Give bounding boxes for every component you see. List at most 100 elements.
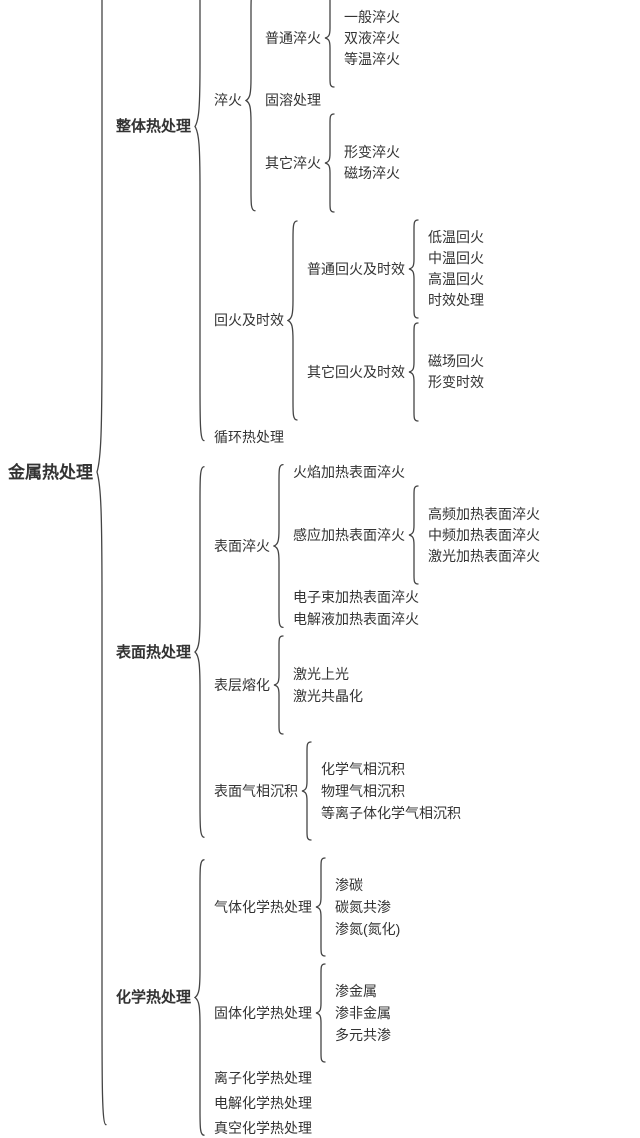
node-children: 整体热处理退火再结晶退火扩散退火去应力退火石墨化退火完全退火球化退火磁场退火正火… — [109, 0, 542, 1138]
tree-node: 形变淬火 — [342, 143, 402, 162]
node-label: 物理气相沉积 — [321, 782, 406, 799]
node-label: 金属热处理 — [8, 462, 93, 482]
brace-icon — [408, 219, 420, 319]
tree-node: 渗金属 — [333, 982, 393, 1001]
tree-node: 感应加热表面淬火高频加热表面淬火中频加热表面淬火激光加热表面淬火 — [291, 485, 542, 585]
node-label: 激光上光 — [293, 665, 350, 682]
tree-node: 回火及时效普通回火及时效低温回火中温回火高温回火时效处理其它回火及时效磁场回火形… — [212, 219, 486, 422]
tree-node: 时效处理 — [426, 291, 486, 310]
node-children: 磁场回火形变时效 — [421, 352, 486, 392]
tree-node: 淬火普通淬火一般淬火双液淬火等温淬火固溶处理其它淬火形变淬火磁场淬火 — [212, 0, 486, 213]
tree-node: 高温回火 — [426, 270, 486, 289]
node-label: 等温淬火 — [344, 50, 401, 67]
tree-node: 中温回火 — [426, 249, 486, 268]
tree-node: 普通回火及时效低温回火中温回火高温回火时效处理 — [305, 219, 486, 319]
node-label: 磁场淬火 — [344, 165, 401, 181]
tree-node: 物理气相沉积 — [319, 782, 463, 801]
node-children: 一般淬火双液淬火等温淬火 — [337, 8, 402, 69]
node-children: 普通淬火一般淬火双液淬火等温淬火固溶处理其它淬火形变淬火磁场淬火 — [258, 0, 402, 213]
node-label: 碳氮共渗 — [335, 898, 392, 915]
node-children: 表面淬火火焰加热表面淬火感应加热表面淬火高频加热表面淬火中频加热表面淬火激光加热… — [207, 463, 542, 841]
node-children: 退火再结晶退火扩散退火去应力退火石墨化退火完全退火球化退火磁场退火正火淬火普通淬… — [207, 0, 486, 447]
node-label: 表面热处理 — [116, 643, 192, 661]
tree-node: 真空化学热处理 — [212, 1119, 402, 1138]
node-label: 普通淬火 — [265, 29, 322, 46]
tree-node: 整体热处理退火再结晶退火扩散退火去应力退火石墨化退火完全退火球化退火磁场退火正火… — [114, 0, 542, 447]
node-children: 气体化学热处理渗碳碳氮共渗渗氮(氮化)固体化学热处理渗金属渗非金属多元共渗离子化… — [207, 857, 402, 1138]
tree-node: 高频加热表面淬火 — [426, 505, 542, 524]
node-children: 激光上光激光共晶化 — [286, 665, 365, 706]
node-label: 固体化学热处理 — [214, 1004, 313, 1021]
node-label: 渗非金属 — [335, 1004, 392, 1021]
node-children: 高频加热表面淬火中频加热表面淬火激光加热表面淬火 — [421, 505, 542, 566]
node-children: 形变淬火磁场淬火 — [337, 143, 402, 183]
node-label: 渗氮(氮化) — [335, 920, 401, 937]
node-label: 火焰加热表面淬火 — [293, 464, 406, 480]
node-label: 激光共晶化 — [293, 687, 364, 704]
tree-node: 双液淬火 — [342, 29, 402, 48]
node-label: 高温回火 — [428, 271, 485, 287]
node-label: 化学热处理 — [116, 989, 192, 1006]
node-children: 化学气相沉积物理气相沉积等离子体化学气相沉积 — [314, 760, 463, 823]
node-label: 电解化学热处理 — [214, 1095, 313, 1111]
tree-node: 碳氮共渗 — [333, 898, 402, 917]
tree-node: 等温淬火 — [342, 50, 402, 69]
tree-node: 多元共渗 — [333, 1026, 393, 1045]
tree-node: 气体化学热处理渗碳碳氮共渗渗氮(氮化) — [212, 857, 402, 957]
node-children: 普通回火及时效低温回火中温回火高温回火时效处理其它回火及时效磁场回火形变时效 — [300, 219, 486, 422]
node-label: 电解液加热表面淬火 — [293, 611, 420, 627]
tree-node: 其它回火及时效磁场回火形变时效 — [305, 322, 486, 422]
brace-icon — [408, 322, 420, 422]
tree-node: 渗碳 — [333, 876, 402, 895]
brace-icon — [194, 857, 206, 1138]
node-label: 离子化学热处理 — [214, 1070, 313, 1086]
heat-treatment-tree: 金属热处理 整体热处理退火再结晶退火扩散退火去应力退火石墨化退火完全退火球化退火磁… — [6, 0, 542, 1138]
brace-icon — [273, 635, 285, 735]
tree-node: 低温回火 — [426, 228, 486, 247]
node-label: 整体热处理 — [116, 118, 192, 135]
node-label: 激光加热表面淬火 — [428, 547, 541, 564]
node-label: 循环热处理 — [214, 429, 285, 445]
node-label: 磁场回火 — [428, 353, 485, 369]
brace-icon — [315, 963, 327, 1063]
tree-node: 固溶处理 — [263, 91, 402, 110]
brace-icon — [324, 113, 336, 213]
node-label: 形变淬火 — [344, 144, 401, 160]
tree-node: 等离子体化学气相沉积 — [319, 804, 463, 823]
tree-node: 渗非金属 — [333, 1004, 393, 1023]
tree-node: 一般淬火 — [342, 8, 402, 27]
tree-node: 中频加热表面淬火 — [426, 526, 542, 545]
tree-node: 电子束加热表面淬火 — [291, 588, 542, 607]
node-label: 真空化学热处理 — [214, 1120, 313, 1136]
tree-node: 渗氮(氮化) — [333, 920, 402, 939]
node-label: 低温回火 — [428, 229, 485, 245]
tree-node: 离子化学热处理 — [212, 1069, 402, 1088]
tree-node: 金属热处理 整体热处理退火再结晶退火扩散退火去应力退火石墨化退火完全退火球化退火磁… — [6, 0, 542, 1138]
tree-node: 火焰加热表面淬火 — [291, 463, 542, 482]
tree-node: 电解液加热表面淬火 — [291, 610, 542, 629]
brace-icon — [273, 463, 285, 629]
tree-node: 表面淬火火焰加热表面淬火感应加热表面淬火高频加热表面淬火中频加热表面淬火激光加热… — [212, 463, 542, 629]
tree-node: 电解化学热处理 — [212, 1094, 402, 1113]
tree-node: 表面热处理表面淬火火焰加热表面淬火感应加热表面淬火高频加热表面淬火中频加热表面淬… — [114, 463, 542, 841]
brace-icon — [315, 857, 327, 957]
tree-node: 表层熔化激光上光激光共晶化 — [212, 635, 542, 735]
brace-icon — [245, 0, 257, 213]
brace-icon — [194, 463, 206, 841]
node-label: 淬火 — [214, 92, 243, 108]
node-children: 低温回火中温回火高温回火时效处理 — [421, 228, 486, 310]
brace-icon — [96, 0, 108, 1138]
node-children: 火焰加热表面淬火感应加热表面淬火高频加热表面淬火中频加热表面淬火激光加热表面淬火… — [286, 463, 542, 629]
brace-icon — [324, 0, 336, 88]
node-label: 表面淬火 — [214, 537, 271, 554]
node-label: 其它淬火 — [265, 154, 322, 171]
node-label: 固溶处理 — [265, 92, 322, 108]
node-label: 表层熔化 — [214, 676, 271, 693]
node-label: 中温回火 — [428, 250, 485, 266]
tree-node: 激光加热表面淬火 — [426, 547, 542, 566]
node-label: 渗金属 — [335, 982, 378, 999]
tree-node: 化学气相沉积 — [319, 760, 463, 779]
node-label: 感应加热表面淬火 — [293, 526, 406, 543]
tree-node: 表面气相沉积化学气相沉积物理气相沉积等离子体化学气相沉积 — [212, 741, 542, 841]
tree-node: 循环热处理 — [212, 428, 486, 447]
